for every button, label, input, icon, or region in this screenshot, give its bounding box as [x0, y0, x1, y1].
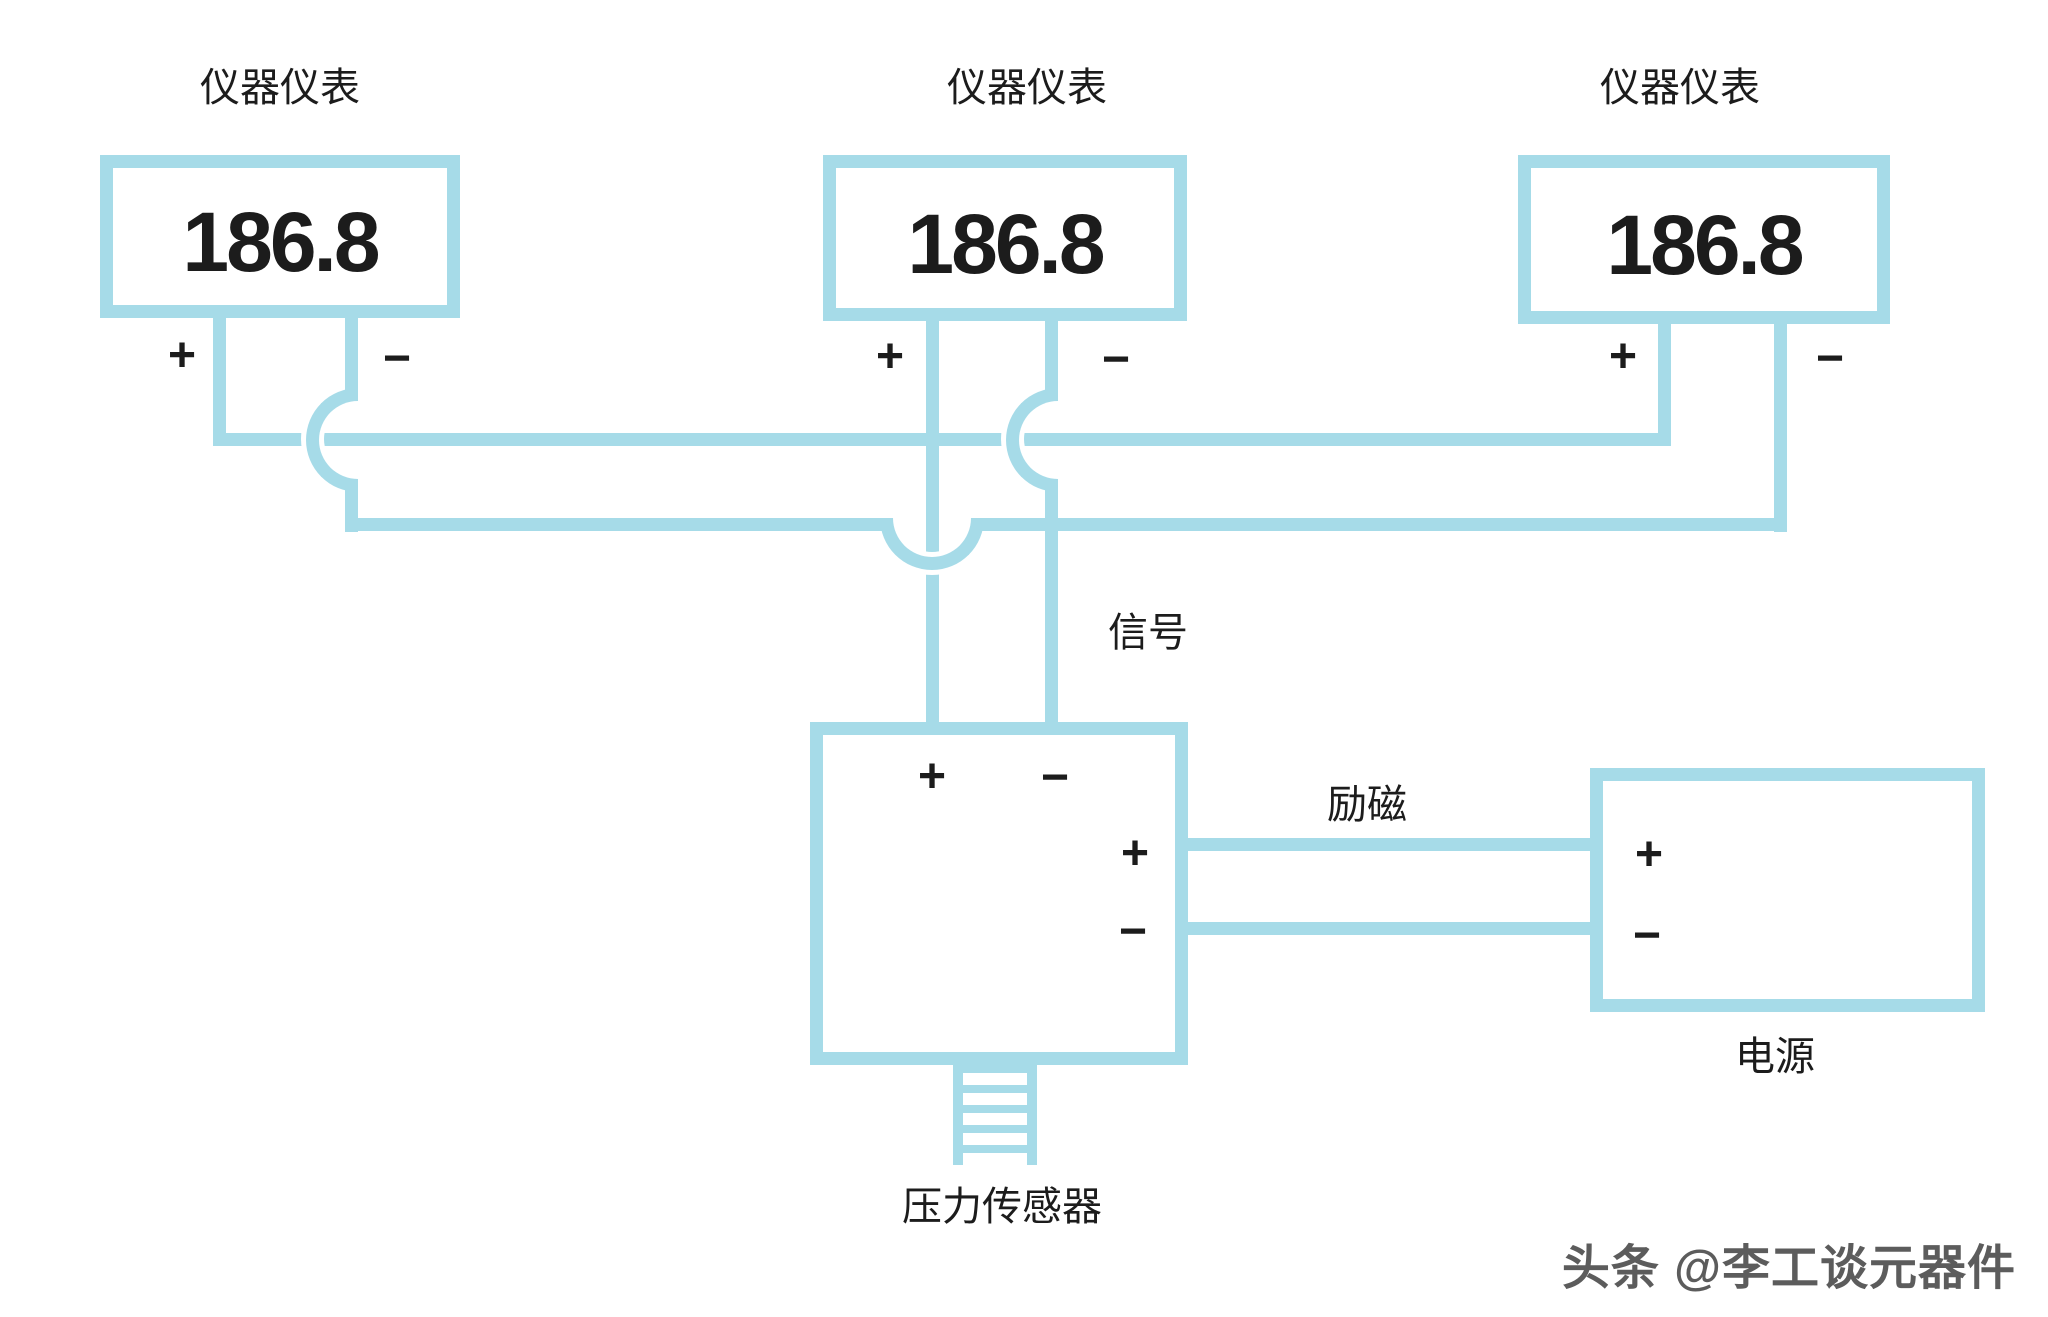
- watermark-text: 头条 @李工谈元器件: [1561, 1242, 2016, 1295]
- power-supply-box: [1590, 768, 1985, 1012]
- signal-wire-label: 信号: [1108, 611, 1188, 655]
- meter1-minus-terminal-label: −: [382, 332, 412, 385]
- meter1-plus-terminal-label: +: [167, 329, 197, 382]
- sensor-signal-plus-label: +: [917, 750, 947, 803]
- pressure-sensor-box: [810, 722, 1188, 1065]
- meter2-reading: 186.8: [907, 196, 1105, 291]
- excitation-wire-label: 励磁: [1327, 783, 1407, 827]
- meter1-reading: 186.8: [182, 195, 380, 289]
- meter3-title: 仪器仪表: [1600, 66, 1760, 110]
- meter2-box: 186.8: [823, 155, 1187, 321]
- wire-plus-bus: [213, 433, 1671, 446]
- wire-meter1-minus-drop-lower: [345, 487, 358, 532]
- wire-meter1-minus-drop-upper: [345, 316, 358, 392]
- wire-excitation-minus: [1185, 922, 1592, 935]
- power-supply-title: 电源: [1735, 1035, 1815, 1079]
- power-plus-label: +: [1634, 828, 1664, 881]
- wire-excitation-plus: [1185, 838, 1592, 851]
- wire-meter2-minus-drop-upper: [1045, 316, 1058, 392]
- sensor-excitation-plus-label: +: [1120, 827, 1150, 880]
- wire-meter1-plus-drop: [213, 316, 226, 446]
- wire-meter3-plus-drop: [1658, 316, 1671, 446]
- wire-minus-bus-left: [345, 518, 884, 531]
- meter1-title: 仪器仪表: [200, 66, 360, 110]
- meter2-plus-terminal-label: +: [875, 330, 905, 383]
- sensor-thread-stripes: [963, 1065, 1027, 1165]
- sensor-excitation-minus-label: −: [1118, 905, 1148, 958]
- power-minus-label: −: [1632, 909, 1662, 962]
- wire-signal-minus: [1045, 487, 1058, 736]
- meter2-title: 仪器仪表: [947, 66, 1107, 110]
- meter2-minus-terminal-label: −: [1101, 333, 1131, 386]
- wire-meter3-minus-drop: [1774, 316, 1787, 532]
- wire-minus-bus-right: [981, 518, 1787, 531]
- meter3-box: 186.8: [1518, 155, 1890, 324]
- meter3-plus-terminal-label: +: [1608, 330, 1638, 383]
- pressure-sensor-title: 压力传感器: [902, 1185, 1102, 1229]
- meter1-box: 186.8: [100, 155, 460, 318]
- meter3-minus-terminal-label: −: [1815, 332, 1845, 385]
- meter3-reading: 186.8: [1606, 198, 1804, 292]
- sensor-signal-minus-label: −: [1040, 751, 1070, 804]
